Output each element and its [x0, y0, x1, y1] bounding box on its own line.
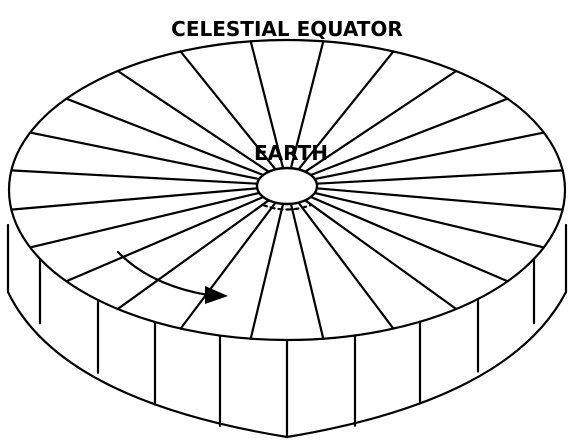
meridian-line: [315, 193, 544, 248]
meridian-line: [291, 204, 323, 339]
meridian-line: [311, 99, 508, 175]
earth-label: EARTH: [254, 141, 328, 165]
meridian-line: [11, 188, 257, 209]
rotation-arrowhead: [205, 286, 228, 304]
meridian-line: [311, 197, 508, 281]
rotation-arrow: [118, 252, 208, 295]
meridian-line: [30, 133, 259, 180]
meridian-line: [66, 197, 263, 281]
meridian-line: [66, 99, 263, 175]
meridian-line: [299, 203, 394, 329]
bowl-side-lines: [40, 259, 534, 437]
celestial-disk: [8, 40, 566, 437]
meridian-line: [317, 170, 563, 183]
meridian-line: [305, 200, 456, 309]
meridian-line: [11, 170, 257, 183]
meridian-line: [181, 203, 276, 329]
meridian-line: [317, 188, 563, 209]
earth: [257, 168, 317, 204]
meridian-line: [315, 133, 544, 180]
celestial-equator-label: CELESTIAL EQUATOR: [171, 17, 403, 41]
meridian-line: [118, 71, 269, 172]
meridian-line: [30, 193, 259, 248]
meridian-line: [251, 204, 283, 339]
